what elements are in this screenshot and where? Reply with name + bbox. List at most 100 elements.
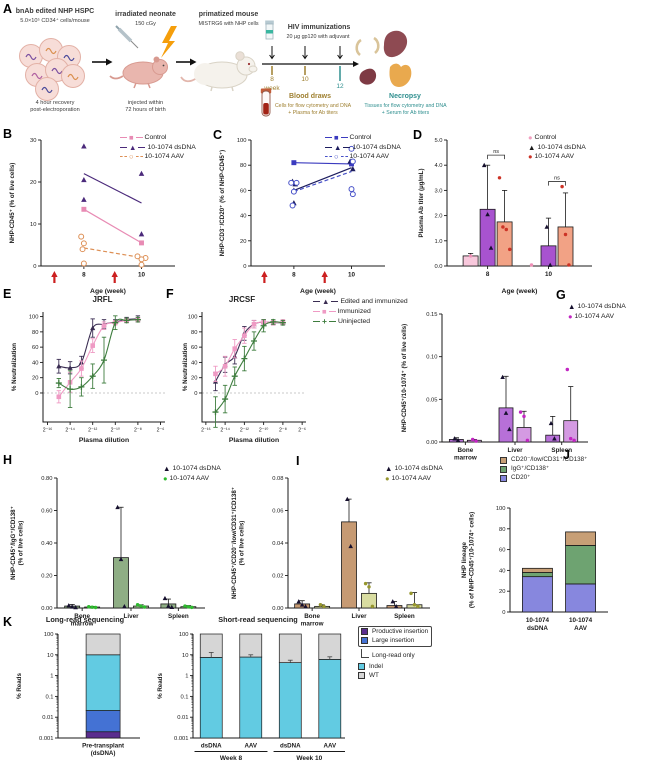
svg-text:Liver: Liver: [507, 447, 523, 454]
svg-text:10: 10: [348, 272, 356, 279]
svg-text:Plasma Ab titer (µg/mL): Plasma Ab titer (µg/mL): [418, 168, 425, 237]
stage2-caption: injected within 72 hours of birth: [125, 100, 166, 113]
svg-text:80: 80: [499, 527, 505, 533]
svg-text:2⁻⁶: 2⁻⁶: [157, 428, 165, 434]
panel-k-long-read-title: Long-read sequencing: [45, 615, 125, 624]
svg-text:30: 30: [30, 138, 36, 144]
svg-text:80: 80: [32, 330, 38, 336]
panel-i-letter: I: [296, 454, 300, 468]
svg-text:0: 0: [502, 610, 505, 616]
svg-text:dsDNA: dsDNA: [201, 743, 222, 750]
legend-item: ■Immunized: [313, 306, 408, 316]
immunization-subtitle: 20 µg gp120 with adjuvant: [286, 34, 350, 40]
fat-pad-icon: [389, 63, 412, 87]
svg-text:2.0: 2.0: [434, 214, 442, 220]
legend-marker-icon: ●: [385, 473, 390, 483]
svg-text:ns: ns: [554, 176, 560, 182]
legend-item: +Uninjected: [313, 317, 408, 326]
svg-text:100: 100: [44, 632, 54, 638]
legend-item: ▲10-1074 dsDNA: [120, 142, 196, 152]
svg-text:20: 20: [30, 180, 36, 186]
svg-text:0.06: 0.06: [272, 509, 283, 515]
syringe-icon: [115, 25, 139, 49]
legend-item: ●10-1074 AAV: [568, 311, 615, 321]
timeline-week-10: 10: [301, 76, 309, 83]
legend-item: ○10-1074 AAV: [120, 153, 196, 161]
svg-text:80: 80: [191, 330, 197, 336]
legend-item: ▲Edited and immunized: [313, 298, 408, 306]
legend-item: CD20⁺: [500, 474, 587, 482]
legend-item: ●10-1074 AAV: [385, 473, 432, 483]
legend-item: ○10-1074 AAV: [325, 153, 401, 161]
flow-arrow-2-icon: [176, 58, 197, 66]
svg-text:0.01: 0.01: [177, 715, 188, 721]
svg-text:2⁻¹⁴: 2⁻¹⁴: [65, 428, 75, 434]
svg-text:AAV: AAV: [244, 743, 257, 750]
svg-text:NHP-CD45⁺/10-1074⁺ (% of live: NHP-CD45⁺/10-1074⁺ (% of live cells): [401, 324, 408, 432]
legend-swatch-icon: [361, 637, 368, 645]
legend-marker-icon: ▲: [129, 142, 137, 152]
legend-swatch-icon: [500, 457, 507, 464]
svg-text:% Reads: % Reads: [16, 673, 23, 699]
svg-text:marrow: marrow: [71, 621, 94, 628]
legend-marker-icon: ■: [322, 306, 327, 316]
svg-text:60: 60: [191, 345, 197, 351]
svg-text:dsDNA: dsDNA: [280, 743, 301, 750]
kidney-icon: [359, 68, 377, 85]
svg-text:80: 80: [240, 163, 246, 169]
svg-text:0.001: 0.001: [174, 736, 189, 742]
legend-marker-icon: ▲: [334, 142, 342, 152]
legend-marker-icon: +: [322, 316, 327, 326]
svg-text:0.00: 0.00: [272, 606, 283, 612]
panel-j-legend: CD20⁻/low/CD31⁺/CD138⁺IgG⁺/CD138⁺CD20⁺: [500, 456, 587, 482]
svg-text:2⁻⁸: 2⁻⁸: [134, 428, 142, 434]
vaccine-vial-icon: [265, 20, 274, 40]
svg-text:1: 1: [185, 674, 188, 680]
flow-arrow-1-icon: [92, 58, 113, 66]
svg-text:0.01: 0.01: [42, 715, 53, 721]
legend-marker-icon: ▲: [568, 302, 576, 311]
svg-text:0.00: 0.00: [426, 440, 437, 446]
svg-text:10: 10: [47, 653, 53, 659]
svg-text:0.15: 0.15: [426, 312, 437, 318]
svg-text:0.1: 0.1: [180, 694, 188, 700]
timeline-arrow: [262, 61, 359, 81]
hspc-cells-icon: [19, 38, 85, 101]
svg-text:40: 40: [191, 360, 197, 366]
svg-text:0.0: 0.0: [434, 264, 442, 270]
legend-item: ▲10-1074 dsDNA: [325, 142, 401, 152]
svg-text:0.05: 0.05: [426, 397, 437, 403]
legend-marker-icon: ▲: [528, 142, 536, 152]
stage2-title: irradiated neonate: [115, 11, 176, 18]
panel-c-legend: ■Control▲10-1074 dsDNA○10-1074 AAV: [325, 134, 401, 161]
svg-text:10: 10: [182, 653, 188, 659]
legend-marker-icon: ○: [334, 152, 339, 161]
svg-text:2⁻¹⁶: 2⁻¹⁶: [43, 428, 53, 434]
legend-marker-icon: ○: [129, 152, 134, 161]
svg-text:8: 8: [292, 272, 296, 279]
stage1-subtitle: 5.0×10⁵ CD34⁺ cells/mouse: [20, 18, 90, 24]
svg-text:0: 0: [35, 391, 38, 397]
svg-text:0.02: 0.02: [272, 574, 283, 580]
svg-text:2⁻¹²: 2⁻¹²: [88, 428, 97, 434]
svg-text:% Neutralization: % Neutralization: [182, 343, 189, 391]
panel-i-legend: ▲10-1074 dsDNA●10-1074 AAV: [385, 465, 443, 482]
svg-text:Bone: Bone: [457, 447, 473, 454]
svg-text:0.20: 0.20: [41, 574, 52, 580]
stage3-subtitle: MISTRG6 with NHP cells: [198, 21, 259, 27]
svg-text:0.04: 0.04: [272, 541, 284, 547]
svg-text:Spleen: Spleen: [394, 613, 415, 620]
immunization-arrows-icon: [269, 46, 343, 60]
svg-text:40: 40: [499, 568, 505, 574]
legend-marker-icon: ●: [528, 152, 533, 161]
svg-text:10: 10: [545, 271, 553, 278]
svg-text:NHP-CD45⁺ (% of live cells): NHP-CD45⁺ (% of live cells): [9, 163, 16, 244]
svg-text:3.0: 3.0: [434, 188, 442, 194]
